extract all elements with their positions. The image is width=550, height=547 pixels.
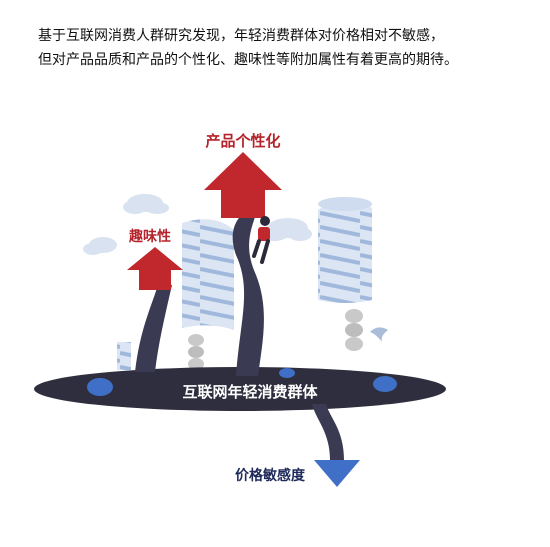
arrow-down-price-icon — [314, 460, 360, 487]
label-price-sensitivity: 价格敏感度 — [235, 467, 306, 484]
label-group: 互联网年轻消费群体 — [182, 383, 318, 401]
platform — [34, 367, 446, 411]
cloud-icon — [83, 237, 117, 255]
intro-line-1: 基于互联网消费人群研究发现，年轻消费群体对价格相对不敏感， — [38, 28, 444, 44]
stem-right — [232, 212, 264, 376]
arrow-up-personalization-icon — [204, 152, 282, 218]
stem-left — [135, 285, 172, 372]
arrow-up-fun-icon — [127, 247, 183, 290]
spring-left — [182, 219, 234, 370]
label-personalization: 产品个性化 — [205, 132, 280, 150]
rock-icon — [87, 368, 397, 396]
label-fun: 趣味性 — [128, 228, 171, 245]
person-icon — [252, 216, 270, 264]
cloud-icon — [123, 194, 169, 214]
spring-small — [117, 342, 131, 370]
intro-line-2: 但对产品品质和产品的个性化、趣味性等附加属性有着更高的期待。 — [38, 52, 458, 68]
intro-text: 基于互联网消费人群研究发现，年轻消费群体对价格相对不敏感， 但对产品品质和产品的… — [38, 24, 528, 72]
spring-right — [318, 197, 388, 351]
stem-down — [312, 404, 344, 460]
